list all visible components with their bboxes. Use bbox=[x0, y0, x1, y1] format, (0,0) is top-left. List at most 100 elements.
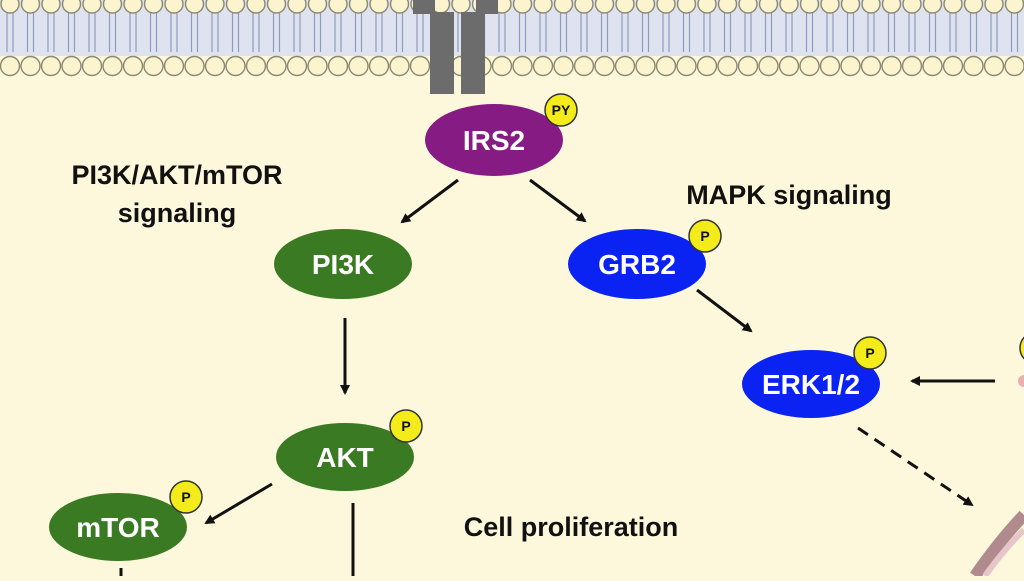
lipid-head bbox=[165, 57, 184, 76]
lipid-head bbox=[1, 57, 20, 76]
lipid-head bbox=[555, 0, 573, 13]
lipid-head bbox=[349, 57, 368, 76]
lipid-head bbox=[678, 0, 696, 13]
cell-membrane bbox=[0, 0, 1024, 76]
lipid-head bbox=[882, 57, 901, 76]
lipid-head bbox=[83, 0, 101, 13]
lipid-head bbox=[370, 57, 389, 76]
lipid-head bbox=[350, 0, 368, 13]
lipid-head bbox=[657, 57, 676, 76]
node-pi3k: PI3K bbox=[274, 229, 412, 299]
lipid-head bbox=[63, 0, 81, 13]
lipid-head bbox=[883, 0, 901, 13]
lipid-head bbox=[22, 0, 40, 13]
lipid-head bbox=[62, 57, 81, 76]
lipid-head bbox=[657, 0, 675, 13]
lipid-head bbox=[698, 57, 717, 76]
node-irs2: IRS2 PY bbox=[425, 94, 577, 176]
lipid-head bbox=[370, 0, 388, 13]
lipid-head bbox=[718, 57, 737, 76]
lipid-head bbox=[760, 0, 778, 13]
node-grb2: GRB2 P bbox=[568, 220, 721, 299]
edge-node-fragment bbox=[1018, 375, 1024, 387]
lipid-head bbox=[554, 57, 573, 76]
lipid-head bbox=[596, 0, 614, 13]
cell-edge bbox=[975, 515, 1024, 576]
arrow-irs2-pi3k bbox=[402, 180, 458, 222]
lipid-head bbox=[513, 57, 532, 76]
badge-mtor-label: P bbox=[181, 489, 190, 505]
lipid-head bbox=[411, 57, 430, 76]
receptor-chain-right bbox=[461, 12, 485, 94]
lipid-head bbox=[739, 57, 758, 76]
lipid-head bbox=[514, 0, 532, 13]
lipid-head bbox=[903, 57, 922, 76]
arrow-erk-dashed bbox=[858, 428, 972, 505]
lipid-head bbox=[247, 57, 266, 76]
lipid-head bbox=[944, 57, 963, 76]
lipid-head bbox=[247, 0, 265, 13]
lipid-head bbox=[226, 57, 245, 76]
lipid-head bbox=[42, 57, 61, 76]
lipid-head bbox=[780, 0, 798, 13]
lipid-head bbox=[288, 0, 306, 13]
lipid-head bbox=[1, 0, 19, 13]
lipid-head bbox=[206, 0, 224, 13]
lipid-head bbox=[227, 0, 245, 13]
lipid-head bbox=[616, 57, 635, 76]
lipid-head bbox=[903, 0, 921, 13]
lipid-head bbox=[677, 57, 696, 76]
lipid-head bbox=[575, 57, 594, 76]
lipid-head bbox=[534, 0, 552, 13]
lipid-head bbox=[924, 0, 942, 13]
lipid-head bbox=[1005, 57, 1024, 76]
arrow-akt-mtor bbox=[206, 484, 272, 523]
lipid-head bbox=[739, 0, 757, 13]
lipid-head bbox=[821, 0, 839, 13]
node-mtor-label: mTOR bbox=[76, 512, 160, 543]
lipid-head bbox=[309, 0, 327, 13]
lipid-head bbox=[862, 0, 880, 13]
lipid-head bbox=[719, 0, 737, 13]
lipid-head bbox=[862, 57, 881, 76]
lipid-head bbox=[329, 57, 348, 76]
lipid-head bbox=[268, 0, 286, 13]
lipid-head bbox=[206, 57, 225, 76]
lipid-head bbox=[800, 57, 819, 76]
node-akt: AKT P bbox=[276, 410, 422, 491]
lipid-head bbox=[390, 57, 409, 76]
receptor-chain-left bbox=[430, 12, 454, 94]
lipid-head bbox=[923, 57, 942, 76]
node-akt-label: AKT bbox=[316, 442, 374, 473]
pi3k-pathway-title-line1: PI3K/AKT/mTOR bbox=[71, 160, 282, 190]
badge-grb2-label: P bbox=[700, 228, 709, 244]
lipid-head bbox=[308, 57, 327, 76]
lipid-head bbox=[842, 0, 860, 13]
lipid-head bbox=[104, 0, 122, 13]
lipid-head bbox=[103, 57, 122, 76]
lipid-head bbox=[821, 57, 840, 76]
lipid-head bbox=[452, 0, 470, 13]
lipid-head bbox=[636, 57, 655, 76]
cell-proliferation-label: Cell proliferation bbox=[464, 512, 679, 542]
membrane-heads-bottom bbox=[1, 57, 1024, 76]
node-erk-label: ERK1/2 bbox=[762, 369, 860, 400]
lipid-head bbox=[575, 0, 593, 13]
lipid-head bbox=[759, 57, 778, 76]
lipid-head bbox=[841, 57, 860, 76]
lipid-head bbox=[780, 57, 799, 76]
arrow-grb2-erk bbox=[697, 290, 751, 331]
phospho-badge-edge: P bbox=[1020, 332, 1024, 364]
lipid-head bbox=[801, 0, 819, 13]
lipid-head bbox=[595, 57, 614, 76]
lipid-head bbox=[21, 57, 40, 76]
mapk-pathway-title: MAPK signaling bbox=[686, 180, 892, 210]
pi3k-pathway-title-line2: signaling bbox=[118, 198, 237, 228]
lipid-head bbox=[186, 0, 204, 13]
lipid-head bbox=[329, 0, 347, 13]
node-grb2-label: GRB2 bbox=[598, 249, 676, 280]
lipid-head bbox=[165, 0, 183, 13]
lipid-head bbox=[944, 0, 962, 13]
